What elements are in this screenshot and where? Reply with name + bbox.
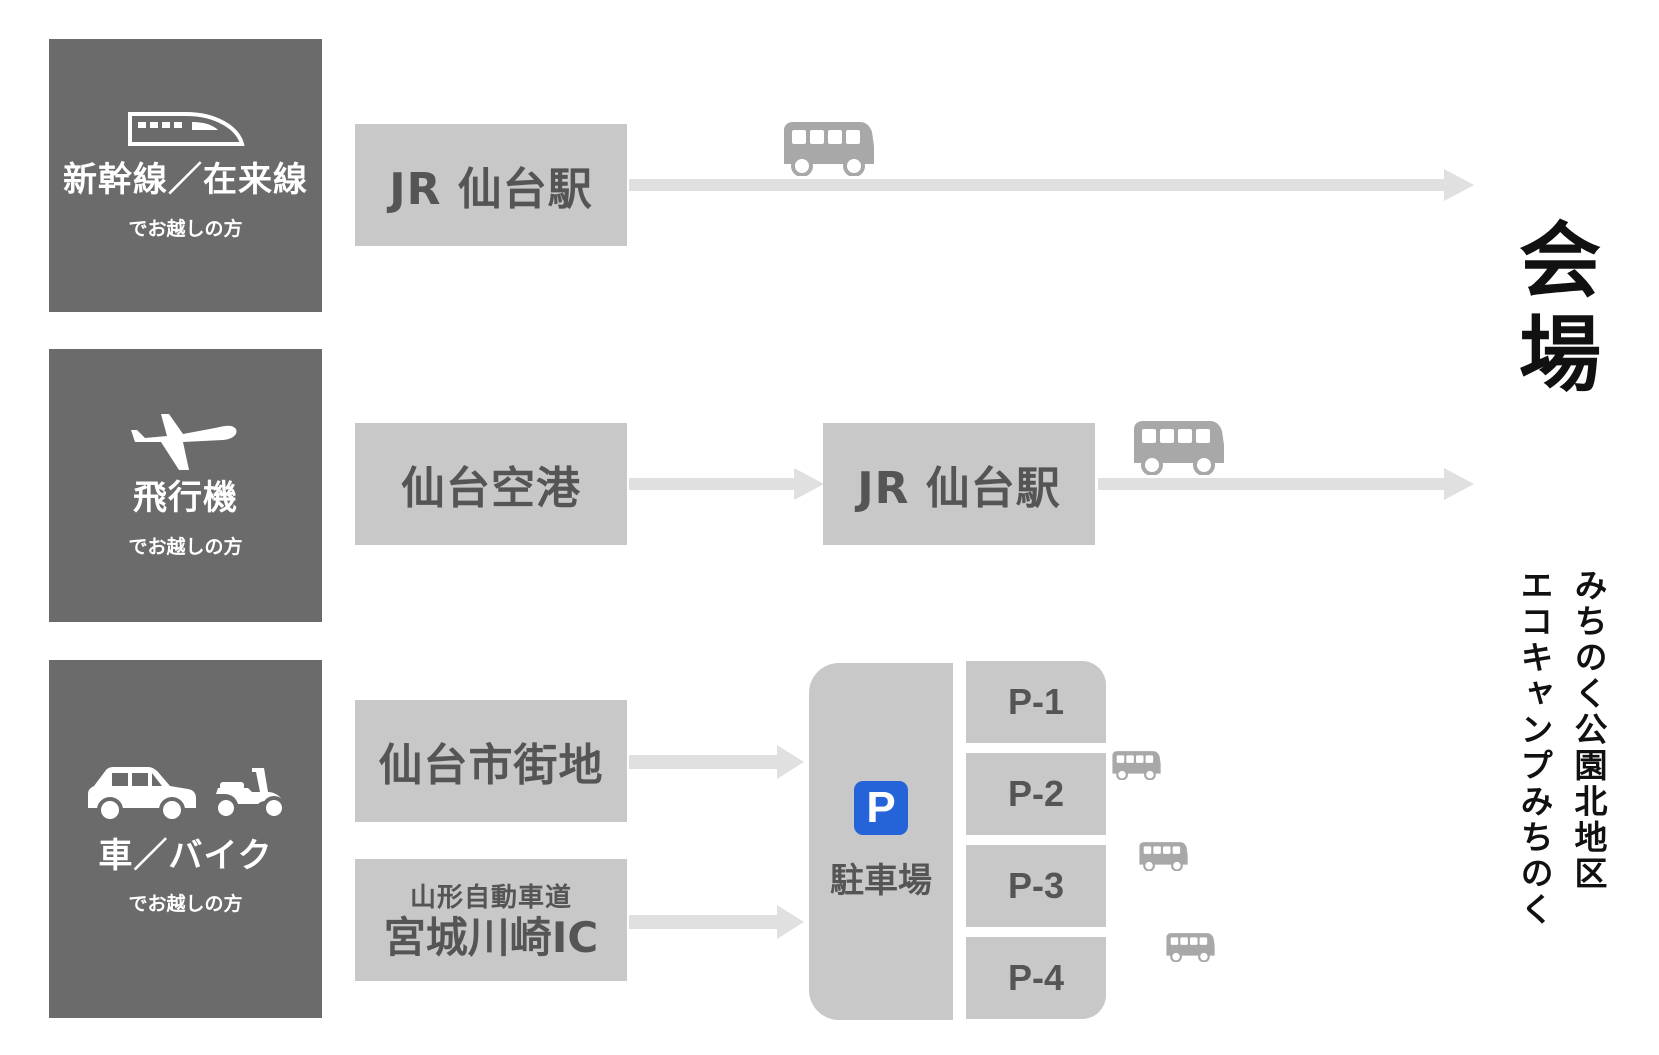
bus-icon — [1166, 933, 1215, 962]
node-label: JR 仙台駅 — [389, 164, 593, 215]
mode-subtitle-train: でお越しの方 — [128, 217, 243, 240]
node-label: 仙台空港 — [401, 463, 581, 514]
node-miyagi-kawasaki-ic: 山形自動車道 宮城川崎IC — [355, 859, 627, 981]
car-icon — [87, 766, 196, 822]
arrow-airport-to-jr — [629, 478, 794, 490]
mode-title-airplane: 飛行機 — [133, 478, 238, 519]
venue-title: 会 場 — [1510, 214, 1610, 404]
node-label: JR 仙台駅 — [857, 463, 1061, 514]
arrow-head-3 — [1444, 468, 1474, 500]
mode-subtitle-car: でお越しの方 — [128, 893, 243, 916]
scooter-icon — [213, 767, 286, 820]
node-jr-sendai-station-1: JR 仙台駅 — [355, 124, 627, 246]
arrow-head-4 — [777, 745, 804, 779]
parking-area: P 駐車場 — [809, 663, 953, 1020]
mode-box-airplane: 飛行機 でお越しの方 — [49, 349, 322, 622]
parking-lot-label: P-4 — [1007, 957, 1065, 998]
node-label-ic: 宮城川崎IC — [383, 913, 599, 963]
arrow-ic-to-parking — [629, 915, 777, 929]
mode-box-train: 新幹線／在来線 でお越しの方 — [49, 39, 322, 312]
bus-icon — [784, 122, 874, 176]
vehicle-icons — [84, 762, 288, 822]
airplane-icon — [130, 414, 236, 471]
parking-lot-p3: P-3 — [966, 845, 1106, 927]
arrow-head-1 — [1444, 169, 1474, 201]
node-label-expressway: 山形自動車道 — [409, 883, 572, 914]
parking-lot-p2: P-2 — [966, 753, 1106, 835]
parking-lot-label: P-3 — [1007, 865, 1065, 906]
node-sendai-city: 仙台市街地 — [355, 700, 627, 822]
node-sendai-airport: 仙台空港 — [355, 423, 627, 545]
parking-lot-label: P-2 — [1007, 773, 1065, 814]
parking-label: 駐車場 — [830, 861, 932, 901]
mode-box-car: 車／バイク でお越しの方 — [49, 660, 322, 1018]
parking-badge-icon: P — [854, 781, 908, 835]
venue-title-char-2: 場 — [1518, 308, 1601, 404]
arrow-head-5 — [777, 905, 804, 939]
venue-name-line2: エコキャンプみちのく — [1515, 568, 1554, 928]
mode-title-train: 新幹線／在来線 — [63, 160, 308, 201]
arrow-head-2 — [794, 468, 824, 500]
bus-icon — [1134, 421, 1224, 475]
arrow-city-to-parking — [629, 755, 777, 769]
venue-title-char-1: 会 — [1518, 214, 1601, 309]
shinkansen-icon — [127, 112, 245, 147]
parking-lot-p1: P-1 — [966, 661, 1106, 743]
parking-lot-label: P-1 — [1007, 681, 1065, 722]
bus-icon — [1139, 842, 1188, 871]
venue-name-line1: みちのく公園北地区 — [1569, 568, 1608, 892]
node-jr-sendai-station-2: JR 仙台駅 — [823, 423, 1095, 545]
arrow-jr-to-venue-2 — [1098, 478, 1444, 490]
bus-icon — [1112, 751, 1161, 780]
mode-title-car: 車／バイク — [98, 835, 273, 876]
arrow-jr-to-venue-1 — [629, 179, 1444, 191]
parking-lot-p4: P-4 — [966, 937, 1106, 1019]
node-label: 仙台市街地 — [378, 740, 604, 791]
mode-subtitle-airplane: でお越しの方 — [128, 535, 243, 558]
